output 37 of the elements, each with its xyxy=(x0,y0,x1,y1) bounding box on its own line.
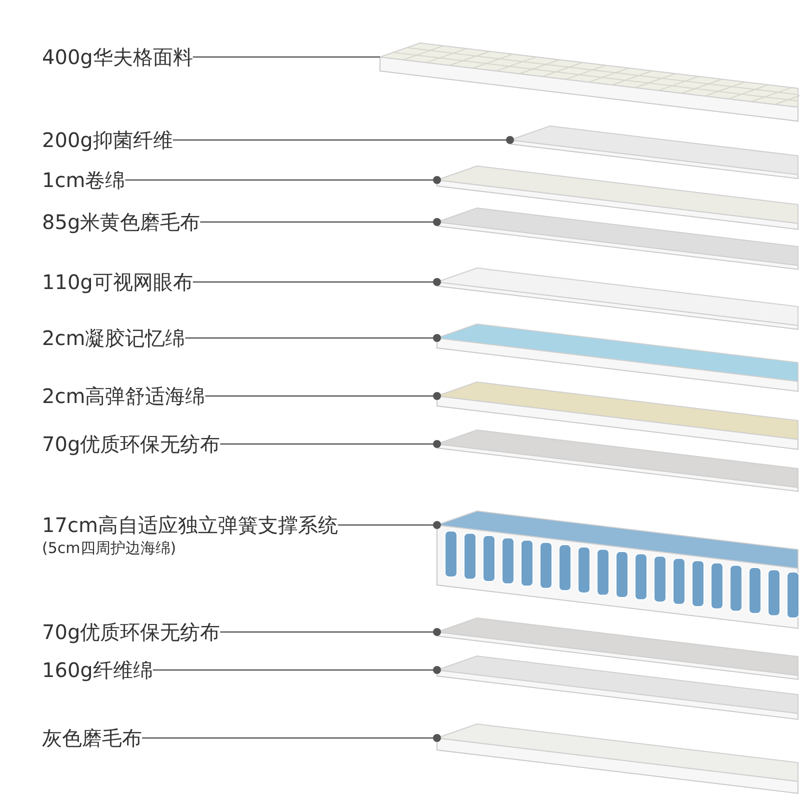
layer-label: 85g米黄色磨毛布 xyxy=(42,210,200,234)
layer-label: 200g抑菌纤维 xyxy=(42,128,173,152)
base-layer-drawing xyxy=(436,723,798,794)
nonwoven-layer-drawing xyxy=(436,429,798,492)
layer-label: 160g纤维绵 xyxy=(42,658,153,682)
leader-line xyxy=(338,521,441,529)
leader-line xyxy=(152,666,441,674)
leader-line xyxy=(125,176,441,184)
layer-label: 70g优质环保无纺布 xyxy=(42,620,220,644)
nonwoven-layer-drawing xyxy=(436,617,798,680)
leader-line xyxy=(220,628,441,636)
brushed-fabric-layer-drawing xyxy=(436,207,798,270)
layer-label: 400g华夫格面料 xyxy=(42,45,193,69)
sponge-layer-drawing xyxy=(436,381,798,450)
layer-label: 灰色磨毛布 xyxy=(42,726,142,750)
leader-line xyxy=(220,440,441,448)
layer-note: (5cm四周护边海绵) xyxy=(42,538,178,559)
layer-label: 2cm凝胶记忆绵 xyxy=(42,326,186,350)
layer-label: 1cm卷绵 xyxy=(42,168,126,192)
leader-line xyxy=(142,734,441,742)
leader-line xyxy=(185,334,441,342)
spring-unit-drawing xyxy=(436,510,800,629)
mesh-fabric-layer-drawing xyxy=(436,267,798,330)
layer-label: 17cm高自适应独立弹簧支撑系统 xyxy=(42,513,338,537)
leader-line xyxy=(172,136,514,144)
layer-label: 2cm高弹舒适海绵 xyxy=(42,384,206,408)
leader-line xyxy=(200,218,441,226)
leader-line xyxy=(192,278,441,286)
gel-foam-layer-drawing xyxy=(436,323,798,392)
fiber-layer-drawing xyxy=(436,655,798,720)
foam-roll-layer-drawing xyxy=(436,165,798,230)
leader-line xyxy=(205,392,441,400)
quilted-fabric-layer-drawing xyxy=(380,42,800,122)
fiber-layer-drawing xyxy=(510,125,798,180)
layer-label: 70g优质环保无纺布 xyxy=(42,432,220,456)
layer-label: 110g可视网眼布 xyxy=(42,270,193,294)
leader-line xyxy=(192,56,380,58)
